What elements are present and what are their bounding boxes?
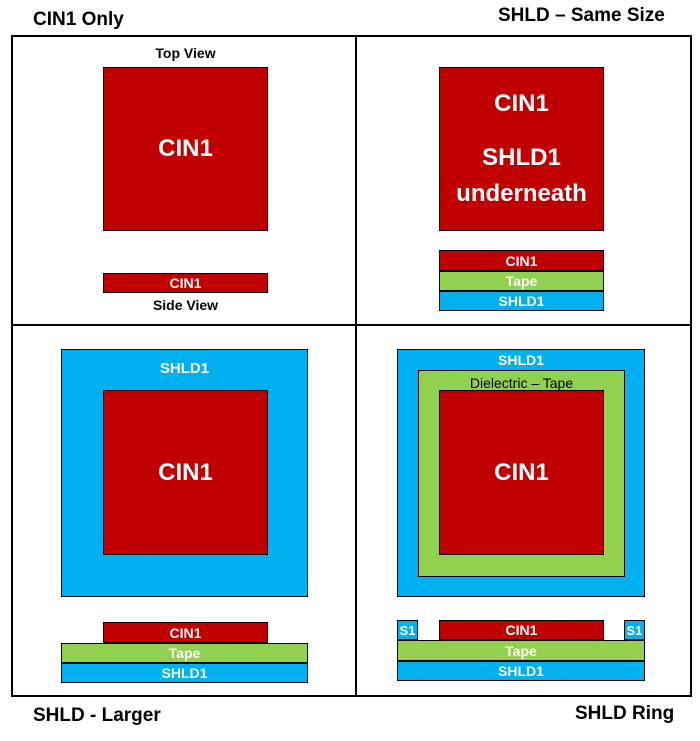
cin1-side-bar: CIN1 [103,273,268,293]
side-cin1-layer: CIN1 [439,250,604,271]
cin1-shld1-square: CIN1 SHLD1 underneath [439,67,604,231]
square-label-shld1: SHLD1 [482,144,561,171]
dielectric-tape-label: Dielectric – Tape [469,375,574,391]
title-cin1-only: CIN1 Only [33,9,124,30]
cin1-inner-square: CIN1 [103,390,268,555]
cin1-ring-inner: CIN1 [439,390,604,555]
grid-divider-horizontal [11,324,692,326]
top-view-caption: Top View [155,45,216,61]
grid-frame [11,35,692,697]
title-shld-larger: SHLD - Larger [33,705,161,726]
side-shld1-layer: SHLD1 [61,663,308,683]
shld1-ring-label: SHLD1 [498,352,544,368]
side-shld1-layer: SHLD1 [439,291,604,311]
side-s1-left: S1 [397,620,418,640]
cin1-square: CIN1 [103,67,268,231]
grid-divider-vertical [355,35,357,697]
title-shld-same-size: SHLD – Same Size [498,5,665,26]
side-shld1-layer: SHLD1 [397,661,645,681]
side-cin1-layer: CIN1 [439,620,604,640]
side-view-caption: Side View [152,297,219,313]
side-s1-right: S1 [624,620,645,640]
side-tape-layer: Tape [61,643,308,663]
side-tape-layer: Tape [397,640,645,661]
title-shld-ring: SHLD Ring [575,703,675,724]
shld1-outer-label: SHLD1 [159,360,210,377]
side-cin1-layer: CIN1 [103,622,268,643]
side-tape-layer: Tape [439,271,604,291]
square-label-cin1: CIN1 [494,90,549,117]
square-label-underneath: underneath [456,180,587,207]
